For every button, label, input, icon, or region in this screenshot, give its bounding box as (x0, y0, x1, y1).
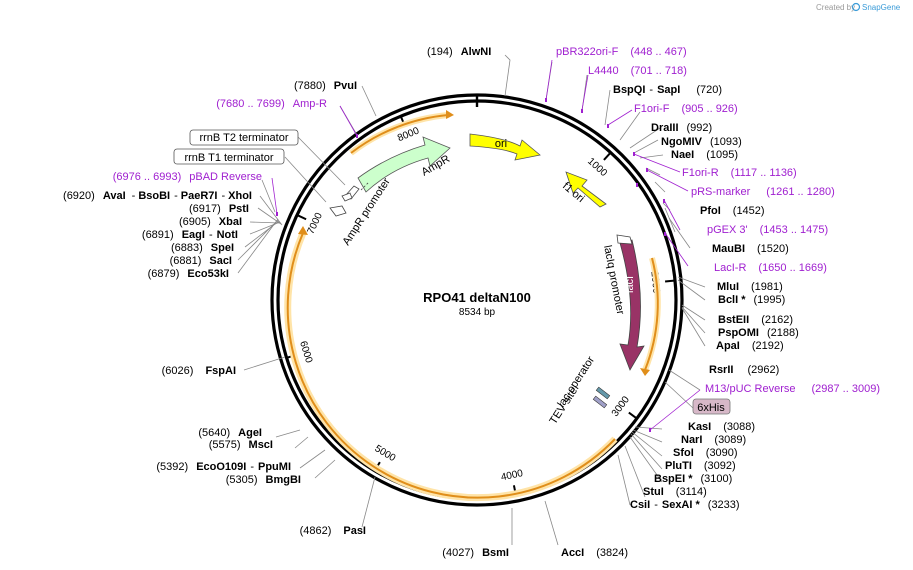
site-pspomi[interactable]: PspOMI(2188) (718, 327, 799, 339)
feature-ori-arrow[interactable] (469, 133, 541, 161)
sites-right: (194)AlwNI BspQI-SapI(720) DraIII(992) N… (427, 46, 799, 559)
primer-pbad-reverse[interactable]: (6976 .. 6993)pBAD Reverse (113, 171, 262, 183)
site-sexai[interactable]: CsiI-SexAI *(3233) (630, 499, 740, 511)
site-xhoi[interactable]: (6920)AvaI-BsoBI-PaeR7I-XhoI (63, 190, 252, 202)
tick-mark-2000 (664, 279, 675, 283)
site-fspai[interactable]: (6026)FspAI (162, 365, 236, 377)
site-bcli[interactable]: BclI *(1995) (718, 294, 785, 306)
site-sfoi[interactable]: SfoI(3090) (673, 447, 738, 459)
site-eco53ki[interactable]: (6879)Eco53kI (148, 268, 229, 280)
rrnb-t2-label: rrnB T2 terminator (199, 132, 288, 144)
site-rsrii[interactable]: RsrII(2962) (709, 364, 779, 376)
primer-labels: pBR322ori-F(448 .. 467) L4440(701 .. 718… (113, 46, 880, 395)
plasmid-length: 8534 bp (459, 307, 496, 318)
primer-l4440[interactable]: L4440(701 .. 718) (588, 65, 687, 77)
tick-mark-7000 (297, 214, 307, 221)
plasmid-name: RPO41 deltaN100 (423, 290, 531, 305)
tick-label-7000: 7000 (306, 211, 326, 236)
site-pasi[interactable]: (4862)PasI (300, 525, 366, 537)
site-alwni[interactable]: (194)AlwNI (427, 46, 491, 58)
site-draiii[interactable]: DraIII(992) (651, 122, 712, 134)
feature-laciq-promoter-label: lacIq promoter (601, 244, 626, 316)
orange-arc-amp-top (350, 114, 449, 154)
site-bsmi[interactable]: (4027)BsmI (442, 547, 509, 559)
site-nari[interactable]: NarI(3089) (681, 434, 746, 446)
terminator-labels: rrnB T2 terminator rrnB T1 terminator (173, 129, 299, 165)
site-maubi[interactable]: MauBI(1520) (712, 243, 789, 255)
site-ngomiv[interactable]: NgoMIV(1093) (661, 136, 742, 148)
primer-amp-r[interactable]: (7680 .. 7699)Amp-R (216, 98, 327, 110)
terminator-t2-arrow[interactable] (329, 205, 347, 217)
primer-prs-marker[interactable]: pRS-marker(1261 .. 1280) (691, 186, 835, 198)
tick-label-3000: 3000 (610, 394, 632, 419)
site-xbai[interactable]: (6905)XbaI (179, 216, 242, 228)
sites-left: (4027)BsmI (4862)PasI (5305)BmgBI (5392)… (63, 80, 509, 559)
primer-f1ori-f[interactable]: F1ori-F(905 .. 926) (634, 103, 738, 115)
primer-pbr322ori-f[interactable]: pBR322ori-F(448 .. 467) (556, 46, 687, 58)
site-spei[interactable]: (6883)SpeI (171, 242, 234, 254)
site-naei[interactable]: NaeI(1095) (671, 149, 738, 161)
rrnb-t2-box[interactable] (189, 129, 299, 146)
feature-laciq-promoter-arrow[interactable] (616, 234, 633, 245)
ampr-promoter-dash (360, 181, 370, 191)
tick-mark-3000 (628, 411, 637, 419)
backbone-outer-strand (270, 93, 684, 507)
orange-arc-amp-top-head (446, 110, 454, 119)
svg-text:Created by: Created by (816, 3, 855, 12)
site-mlui[interactable]: MluI(1981) (717, 281, 783, 293)
terminator-t1-arrow[interactable] (341, 192, 353, 202)
primer-m13-puc-reverse[interactable]: M13/pUC Reverse(2987 .. 3009) (705, 383, 880, 395)
tick-label-4000: 4000 (500, 468, 524, 483)
tick-label-6000: 6000 (297, 340, 314, 365)
orange-arc-laci (644, 257, 659, 371)
site-saci[interactable]: (6881)SacI (170, 255, 232, 267)
feature-ampr-arrow[interactable] (357, 136, 451, 193)
orange-arc-large-head (298, 226, 308, 235)
orange-arc-laci-head (640, 368, 650, 376)
rrnb-t1-box[interactable] (173, 148, 285, 165)
site-acci[interactable]: AccI(3824) (561, 547, 628, 559)
feature-6xhis-box[interactable] (692, 398, 731, 415)
site-noti[interactable]: (6891)EagI-NotI (142, 229, 238, 241)
primer-laci-r[interactable]: LacI-R(1650 .. 1669) (714, 262, 827, 274)
site-pluti[interactable]: PluTI(3092) (665, 460, 736, 472)
site-kasi[interactable]: KasI(3088) (688, 421, 755, 433)
site-msci[interactable]: (5575)MscI (209, 439, 273, 451)
site-sapi[interactable]: BspQI-SapI(720) (613, 84, 722, 96)
site-psti[interactable]: (6917)PstI (189, 203, 249, 215)
site-bspei[interactable]: BspEI *(3100) (654, 473, 732, 485)
site-stui[interactable]: StuI(3114) (643, 486, 707, 498)
feature-lac-operator-box[interactable] (595, 386, 611, 400)
feature-laci-arrow[interactable] (619, 239, 645, 371)
snapgene-credit: Created by SnapGene (816, 2, 901, 12)
primer-f1ori-r[interactable]: F1ori-R(1117 .. 1136) (682, 167, 797, 179)
orange-arc-large-glow (284, 231, 618, 502)
credit-brand: SnapGene (862, 3, 901, 12)
site-ppumi[interactable]: (5392)EcoO109I-PpuMI (156, 461, 291, 473)
primer-pgex-3[interactable]: pGEX 3'(1453 .. 1475) (707, 224, 828, 236)
orange-arc-large (286, 232, 616, 499)
site-bsteii[interactable]: BstEII(2162) (718, 314, 793, 326)
primer-leader-lines (271, 59, 701, 431)
feature-6xhis-label: 6xHis (697, 402, 725, 414)
tick-label-5000: 5000 (373, 443, 398, 464)
snapgene-logo-icon (851, 2, 861, 12)
feature-tev-site-box[interactable] (592, 395, 608, 409)
feature-f1-ori-arrow[interactable] (565, 171, 607, 208)
site-bmgbi[interactable]: (5305)BmgBI (226, 474, 301, 486)
rrnb-t1-label: rrnB T1 terminator (184, 152, 273, 164)
feature-ori-label: ori (495, 138, 507, 150)
site-pfoi[interactable]: PfoI(1452) (700, 205, 765, 217)
feature-laci-label: lacI (624, 276, 636, 293)
credit-text: Created by (816, 3, 855, 12)
site-agei[interactable]: (5640)AgeI (198, 427, 262, 439)
site-apai[interactable]: ApaI(2192) (716, 340, 784, 352)
tick-mark-1000 (603, 152, 611, 161)
site-pvui[interactable]: (7880)PvuI (294, 80, 357, 92)
